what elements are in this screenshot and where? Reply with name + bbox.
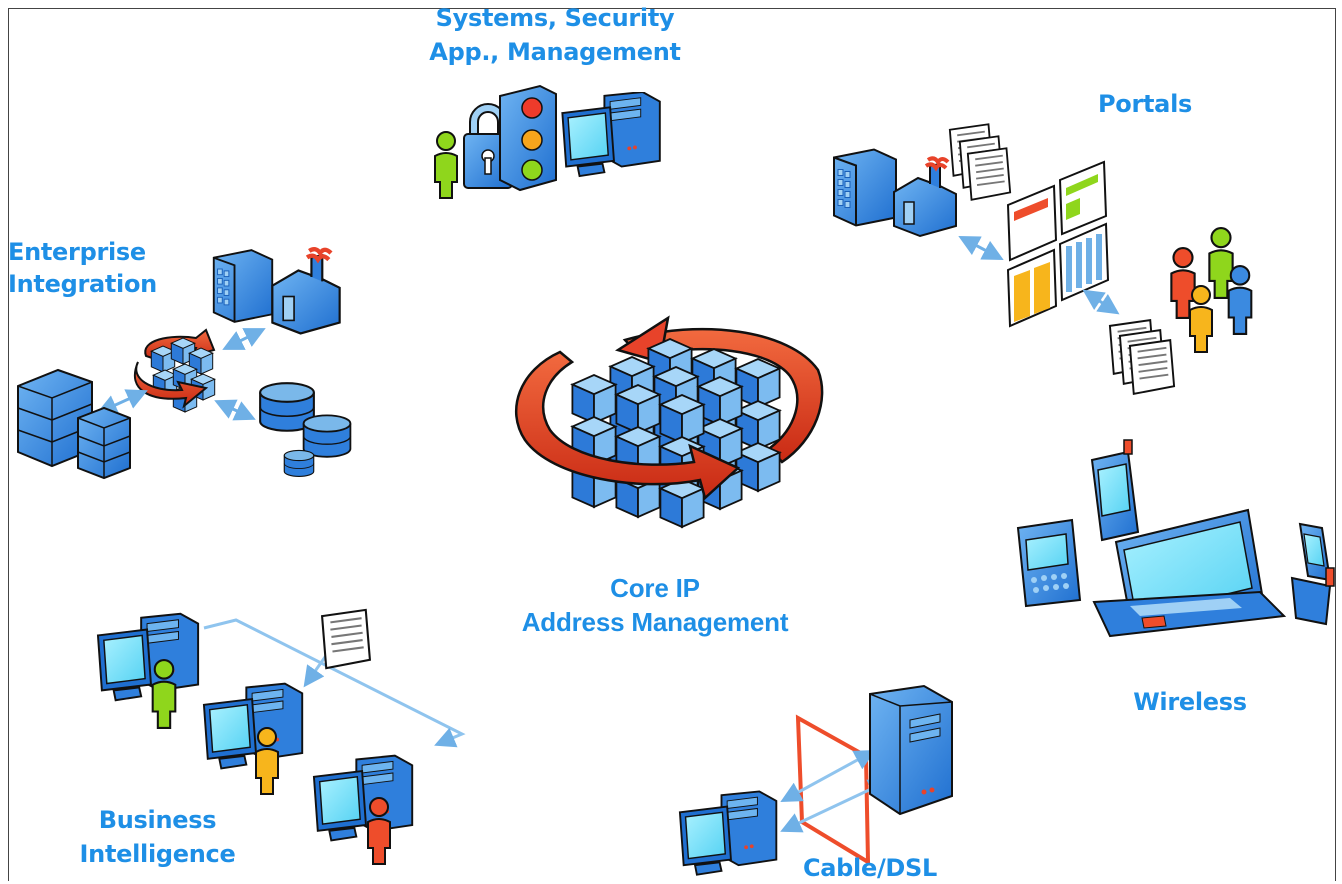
core-cube-block <box>735 442 781 492</box>
document-icon <box>966 147 1012 201</box>
enterprise-label-line2: Integration <box>8 270 157 298</box>
core-label-line1: Core IP <box>610 573 700 603</box>
person-icon <box>367 797 391 865</box>
core-label-line2: Address Management <box>521 607 789 637</box>
systems-security-group <box>433 84 661 200</box>
core-cube-block <box>659 478 705 528</box>
person-icon <box>255 727 279 795</box>
business-intelligence-group <box>96 608 466 865</box>
core-cube-block <box>735 358 781 408</box>
computer-icon <box>678 790 778 876</box>
core-cube-block <box>735 400 781 450</box>
computer-icon <box>312 754 414 842</box>
diagram-frame <box>8 8 1336 881</box>
server-icon <box>869 684 953 816</box>
systems-label-line1: Systems, Security <box>435 4 675 32</box>
pda-icon <box>1090 439 1140 542</box>
enterprise-integration-group <box>17 249 352 480</box>
computer-icon <box>202 682 304 770</box>
business-label-line1: Business <box>98 806 217 834</box>
phone-icon <box>1290 522 1335 626</box>
firewall-icon <box>795 714 871 866</box>
person-icon <box>1227 264 1253 336</box>
portals-label: Portals <box>1098 90 1192 118</box>
wireless-label: Wireless <box>1133 688 1247 716</box>
portals-group <box>832 123 1253 395</box>
business-label-line2: Intelligence <box>79 840 236 868</box>
database-icon <box>283 449 315 478</box>
person-icon <box>1170 246 1196 320</box>
document-icon <box>320 608 372 670</box>
portal-panels <box>1006 160 1110 328</box>
building-icon <box>212 249 274 323</box>
systems-label-line2: App., Management <box>429 38 681 66</box>
cable-dsl-group <box>678 684 953 876</box>
server-stack-icon <box>17 368 131 480</box>
person-icon <box>1208 226 1234 300</box>
person-icon <box>1189 285 1213 353</box>
enterprise-label-line1: Enterprise <box>8 238 146 266</box>
pda-icon <box>1016 518 1082 608</box>
laptop-icon <box>1092 508 1287 638</box>
core-cube-block <box>615 384 661 434</box>
integration-cube-icon <box>133 328 216 413</box>
core-cube-block <box>697 376 743 426</box>
core-cube-block <box>659 394 705 444</box>
computer-icon <box>96 612 200 702</box>
wireless-group <box>1016 439 1335 638</box>
document-icon <box>1128 339 1176 395</box>
person-icon <box>433 130 459 200</box>
cable-dsl-label: Cable/DSL <box>802 854 938 882</box>
computer-icon <box>561 92 661 178</box>
person-icon <box>151 658 177 730</box>
core-cube-block <box>571 374 617 424</box>
core-cube-icon <box>515 315 824 528</box>
factory-icon <box>272 249 339 333</box>
factory-icon <box>894 158 956 236</box>
traffic-light-icon <box>499 84 557 192</box>
database-icon <box>302 414 352 458</box>
building-icon <box>832 148 898 227</box>
